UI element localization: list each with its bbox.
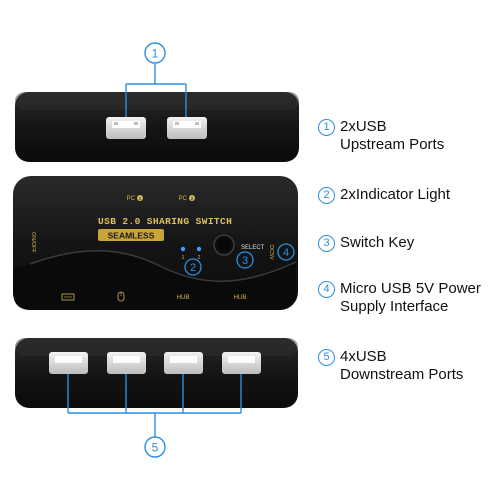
callout-number-leds: 2 xyxy=(190,262,196,274)
select-label: SELECT xyxy=(241,245,265,251)
keyboard-port-icon xyxy=(61,293,75,301)
dc5v-label: DC5V xyxy=(268,245,274,260)
legend-item-5: 5 4xUSB Downstream Ports xyxy=(318,348,463,384)
hub-label-left: HUB xyxy=(177,295,190,301)
pc1-label: PC xyxy=(127,196,136,202)
legend-item-4: 4 Micro USB 5V Power Supply Interface xyxy=(318,280,481,316)
callout-number-power: 4 xyxy=(283,247,289,259)
upstream-usb-port-2 xyxy=(167,117,207,139)
legend-number-5: 5 xyxy=(318,349,335,366)
legend-item-3: 3 Switch Key xyxy=(318,234,414,252)
on-off-label: ON/OFF xyxy=(30,232,36,253)
indicator-led-1 xyxy=(180,246,186,252)
mouse-port-icon xyxy=(117,291,125,302)
led-label-1: 1 xyxy=(182,255,185,261)
legend-item-2: 2 2xIndicator Light xyxy=(318,186,450,204)
device-title: USB 2.0 SHARING SWITCH xyxy=(98,216,232,227)
legend-text-5: 4xUSB Downstream Ports xyxy=(340,348,464,383)
legend-text-4: Micro USB 5V Power Supply Interface xyxy=(340,280,481,315)
legend-text-3: Switch Key xyxy=(340,234,415,251)
pc2-number: 2 xyxy=(191,196,194,201)
device-face-view: PC 1 PC 2 USB 2.0 SHARING SWITCH SEAMLES… xyxy=(13,176,298,310)
hub-label-right: HUB xyxy=(234,295,247,301)
pc2-label: PC xyxy=(179,196,188,202)
callout-badge-key: 3 xyxy=(236,251,254,269)
callout-badge-top: 1 xyxy=(144,42,166,64)
callout-badge-power: 4 xyxy=(277,243,295,261)
legend-number-3: 3 xyxy=(318,235,335,252)
callout-number-key: 3 xyxy=(242,255,248,267)
legend-number-2: 2 xyxy=(318,187,335,204)
device-top-view xyxy=(15,92,299,162)
pc1-number: 1 xyxy=(139,196,142,201)
callout-lines-bottom xyxy=(67,374,242,437)
legend-text-1: 2xUSB Upstream Ports xyxy=(340,118,445,153)
callout-number-top: 1 xyxy=(152,47,159,61)
downstream-usb-port-1 xyxy=(49,352,88,374)
downstream-usb-port-4 xyxy=(222,352,261,374)
downstream-usb-port-3 xyxy=(164,352,203,374)
select-key xyxy=(213,234,235,256)
callout-badge-bottom: 5 xyxy=(144,436,166,458)
legend-number-1: 1 xyxy=(318,119,335,136)
legend-number-4: 4 xyxy=(318,281,335,298)
device-bottom-view xyxy=(15,338,298,408)
legend-text-2: 2xIndicator Light xyxy=(340,186,451,203)
seamless-badge-bg xyxy=(98,229,164,241)
downstream-usb-port-2 xyxy=(107,352,146,374)
callout-badge-leds: 2 xyxy=(184,258,202,276)
indicator-led-2 xyxy=(196,246,202,252)
led-label-2: 2 xyxy=(198,255,201,261)
callout-lines-top xyxy=(125,64,187,117)
legend-item-1: 1 2xUSB Upstream Ports xyxy=(318,118,444,154)
upstream-usb-port-1 xyxy=(106,117,146,139)
seamless-badge: SEAMLESS xyxy=(108,231,155,241)
callout-number-bottom: 5 xyxy=(152,441,159,455)
